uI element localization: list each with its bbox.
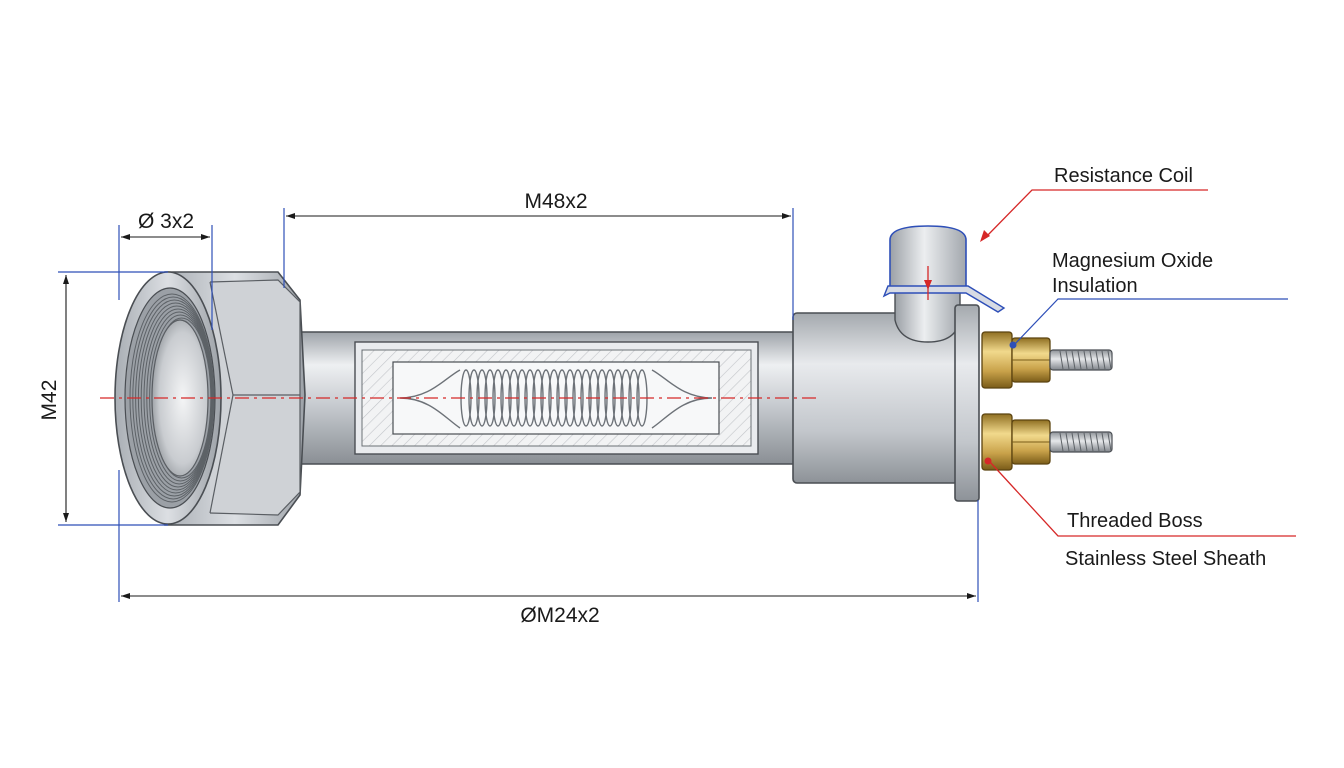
dim-top-mid: M48x2 <box>524 190 587 213</box>
bolt-thread-line <box>1059 432 1064 452</box>
dim-bottom: ØM24x2 <box>520 604 599 627</box>
dim-top-left: Ø 3x2 <box>138 210 194 233</box>
flange-plate <box>954 304 980 502</box>
label-magnesium-oxide-1: Magnesium Oxide <box>1052 250 1213 272</box>
dimension-arrows <box>65 215 976 597</box>
bolt-thread-line <box>1083 432 1088 452</box>
bolt-thread-line <box>1059 350 1064 370</box>
label-stainless-sheath: Stainless Steel Sheath <box>1065 548 1266 570</box>
terminal-head <box>792 225 1006 502</box>
arrow-heads <box>63 213 976 599</box>
terminal-lower <box>981 413 1113 471</box>
callout-markers <box>924 230 1017 465</box>
bolt-thread-line <box>1065 350 1070 370</box>
cap-clip <box>882 285 1006 313</box>
bolt-thread-line <box>1071 350 1076 370</box>
bolt-thread-line <box>1077 432 1082 452</box>
bolt-thread-line <box>1089 350 1094 370</box>
terminal-upper <box>981 331 1113 389</box>
bolt-thread-line <box>1065 432 1070 452</box>
bolt-thread-line <box>1071 432 1076 452</box>
bolt-thread-line <box>1107 432 1112 452</box>
bolt-thread-line <box>1089 432 1094 452</box>
dimension-lines <box>58 208 1288 602</box>
bolt-thread-line <box>1095 432 1100 452</box>
label-resistance-coil: Resistance Coil <box>1054 165 1193 187</box>
dim-left-vertical: M42 <box>38 380 61 421</box>
coil-loop <box>628 369 640 427</box>
bolt-thread-line <box>1107 350 1112 370</box>
coil-loop <box>492 369 504 427</box>
bolt-thread-line <box>1095 350 1100 370</box>
top-cap <box>889 225 967 291</box>
bolt-thread-line <box>1083 350 1088 370</box>
bolt-thread-line <box>1101 432 1106 452</box>
bolt-thread-line <box>1077 350 1082 370</box>
label-threaded-boss: Threaded Boss <box>1067 510 1203 532</box>
label-magnesium-oxide-2: Insulation <box>1052 275 1138 297</box>
bolt-thread-line <box>1101 350 1106 370</box>
